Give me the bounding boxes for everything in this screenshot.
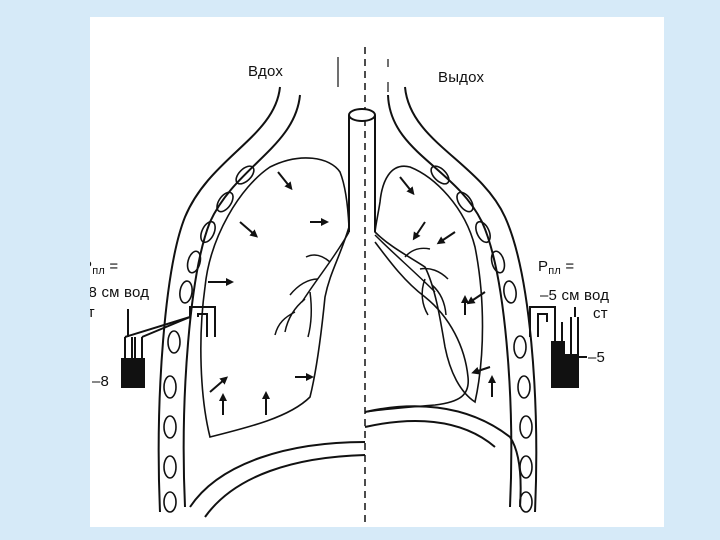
right-p-eq: = <box>561 258 574 275</box>
right-manometer <box>530 307 587 387</box>
left-manometer-value: –8 <box>92 373 109 390</box>
diaphragm <box>190 406 521 517</box>
right-manometer-value: –5 <box>588 349 605 366</box>
left-ribs <box>164 163 257 512</box>
chest-wall <box>159 87 537 512</box>
right-pressure-formula: Рпл = <box>538 258 574 280</box>
right-p-prefix: Р <box>538 258 548 275</box>
mediastinum-outline <box>365 242 468 412</box>
top-marks <box>338 57 388 92</box>
right-pressure-unit: ст <box>593 305 608 322</box>
right-pressure-value: –5 см вод <box>540 287 609 304</box>
exhale-label: Выдох <box>438 69 484 86</box>
left-pressure-formula: Рпл = <box>90 258 118 280</box>
inhale-label: Вдох <box>248 63 283 80</box>
left-bronchi <box>275 232 349 337</box>
lung-diagram: Вдох Выдох Рпл = –8 см вод ст –8 Рпл = –… <box>90 17 664 527</box>
left-p-eq: = <box>105 258 118 275</box>
left-p-sub: пл <box>92 265 105 277</box>
left-pressure-value: –8 см вод <box>90 284 149 301</box>
lung-drawing <box>90 17 664 527</box>
left-pressure-unit: ст <box>90 304 95 321</box>
right-p-sub: пл <box>548 265 561 277</box>
trachea <box>349 109 375 232</box>
